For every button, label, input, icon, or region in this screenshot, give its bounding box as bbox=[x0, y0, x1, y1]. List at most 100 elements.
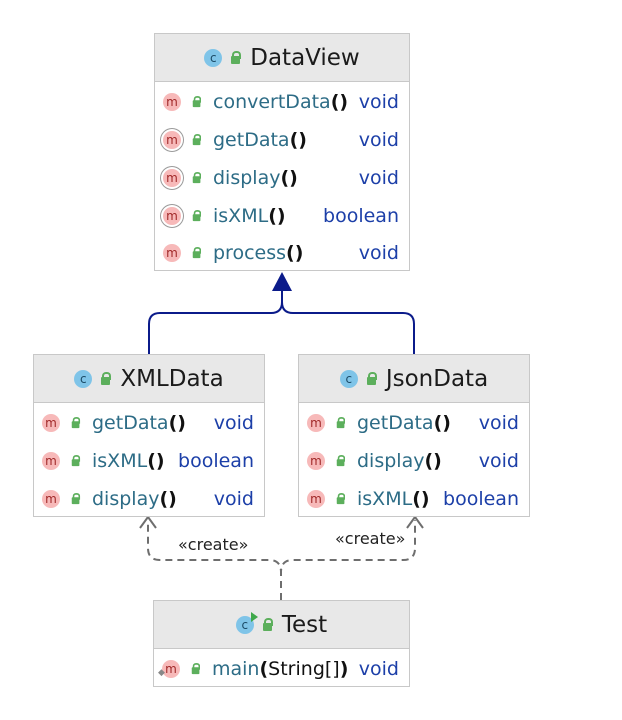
method-params: String[] bbox=[268, 658, 340, 680]
method-parens: () bbox=[159, 488, 177, 510]
lock-icon bbox=[262, 617, 274, 632]
method-name-wrap: display() bbox=[213, 167, 298, 189]
method-name-wrap: getData() bbox=[213, 129, 307, 151]
method-icon: m bbox=[307, 414, 325, 432]
method-name: display bbox=[92, 488, 160, 510]
lock-icon bbox=[191, 663, 201, 675]
create-label-left: «create» bbox=[178, 535, 248, 554]
return-type: void bbox=[213, 412, 254, 434]
method-row[interactable]: m display() void bbox=[155, 159, 409, 197]
method-parens: () bbox=[168, 412, 186, 434]
method-name: getData bbox=[213, 129, 290, 151]
method-name: display bbox=[213, 167, 281, 189]
method-icon: m bbox=[307, 452, 325, 470]
return-type: void bbox=[358, 91, 399, 113]
method-row[interactable]: m convertData() void bbox=[155, 83, 409, 121]
method-row[interactable]: m isXML() boolean bbox=[34, 442, 264, 480]
method-name-wrap: isXML() bbox=[92, 450, 165, 472]
lock-icon bbox=[100, 371, 112, 386]
method-name-wrap: isXML() bbox=[357, 488, 430, 510]
run-icon bbox=[250, 611, 258, 622]
class-header: c XMLData bbox=[34, 355, 264, 403]
class-icon-letter: c bbox=[241, 617, 249, 632]
method-parens: () bbox=[424, 450, 442, 472]
method-parens: () bbox=[433, 412, 451, 434]
method-row[interactable]: m isXML() boolean bbox=[155, 197, 409, 235]
method-icon: m bbox=[42, 490, 60, 508]
class-test[interactable]: c Test m◆ main(String[]) void bbox=[153, 600, 410, 687]
lock-icon bbox=[230, 50, 242, 65]
return-type: void bbox=[358, 242, 399, 264]
class-header: c JsonData bbox=[299, 355, 529, 403]
method-row[interactable]: m◆ main(String[]) void bbox=[154, 650, 409, 688]
return-type: boolean bbox=[323, 205, 399, 227]
method-row[interactable]: m display() void bbox=[299, 442, 529, 480]
lock-icon bbox=[336, 417, 346, 429]
method-name-wrap: process() bbox=[213, 242, 303, 264]
method-name: isXML bbox=[92, 450, 148, 472]
class-xmldata[interactable]: c XMLData m getData() void m isXML() boo… bbox=[33, 354, 265, 517]
method-name: isXML bbox=[213, 205, 269, 227]
method-row[interactable]: m process() void bbox=[155, 234, 409, 272]
method-name-wrap: convertData() bbox=[213, 91, 348, 113]
method-name: process bbox=[213, 242, 287, 264]
lock-icon bbox=[192, 134, 202, 146]
method-icon: m bbox=[307, 490, 325, 508]
class-icon: c bbox=[339, 369, 358, 388]
class-icon: c bbox=[204, 48, 223, 67]
method-icon: m bbox=[42, 452, 60, 470]
return-type: void bbox=[213, 488, 254, 510]
abstract-method-icon: m bbox=[163, 131, 181, 149]
class-jsondata[interactable]: c JsonData m getData() void m display() … bbox=[298, 354, 530, 517]
return-type: void bbox=[358, 658, 399, 680]
method-parens: () bbox=[330, 91, 349, 113]
class-name: Test bbox=[281, 611, 328, 638]
inheritance-arrowhead bbox=[272, 272, 292, 291]
lock-icon bbox=[71, 493, 81, 505]
class-name: XMLData bbox=[120, 365, 224, 392]
static-method-icon: m◆ bbox=[158, 660, 180, 678]
paren-open: ( bbox=[259, 658, 269, 680]
return-type: boolean bbox=[443, 488, 519, 510]
lock-icon bbox=[336, 493, 346, 505]
class-name: DataView bbox=[250, 44, 360, 71]
lock-icon bbox=[71, 417, 81, 429]
inheritance-line-jsondata bbox=[281, 290, 415, 354]
method-name-wrap: main(String[]) bbox=[212, 658, 348, 680]
abstract-method-icon: m bbox=[163, 207, 181, 225]
return-type: void bbox=[358, 129, 399, 151]
method-name: main bbox=[212, 658, 260, 680]
method-row[interactable]: m isXML() boolean bbox=[299, 480, 529, 518]
inheritance-line-xmldata bbox=[148, 290, 283, 354]
create-label-right: «create» bbox=[335, 529, 405, 548]
method-parens: () bbox=[289, 129, 307, 151]
lock-icon bbox=[192, 247, 202, 259]
return-type: void bbox=[478, 412, 519, 434]
lock-icon bbox=[192, 96, 202, 108]
method-row[interactable]: m getData() void bbox=[34, 404, 264, 442]
method-name-wrap: display() bbox=[92, 488, 177, 510]
method-row[interactable]: m getData() void bbox=[299, 404, 529, 442]
create-line-jsondata bbox=[280, 520, 416, 600]
lock-icon bbox=[71, 455, 81, 467]
abstract-method-icon: m bbox=[163, 169, 181, 187]
method-name: isXML bbox=[357, 488, 413, 510]
class-icon: c bbox=[74, 369, 93, 388]
method-name-wrap: display() bbox=[357, 450, 442, 472]
return-type: void bbox=[358, 167, 399, 189]
method-name-wrap: getData() bbox=[357, 412, 451, 434]
method-icon-letter: m bbox=[165, 662, 177, 676]
class-name: JsonData bbox=[385, 365, 489, 392]
method-parens: () bbox=[412, 488, 430, 510]
method-parens: () bbox=[286, 242, 304, 264]
method-name: display bbox=[357, 450, 425, 472]
method-row[interactable]: m display() void bbox=[34, 480, 264, 518]
class-header: c DataView bbox=[155, 34, 409, 82]
method-name: getData bbox=[92, 412, 169, 434]
lock-icon bbox=[336, 455, 346, 467]
class-dataview[interactable]: c DataView m convertData() void m getDat… bbox=[154, 33, 410, 271]
method-row[interactable]: m getData() void bbox=[155, 121, 409, 159]
lock-icon bbox=[192, 172, 202, 184]
create-line-xmldata bbox=[147, 520, 282, 600]
class-header: c Test bbox=[154, 601, 409, 649]
